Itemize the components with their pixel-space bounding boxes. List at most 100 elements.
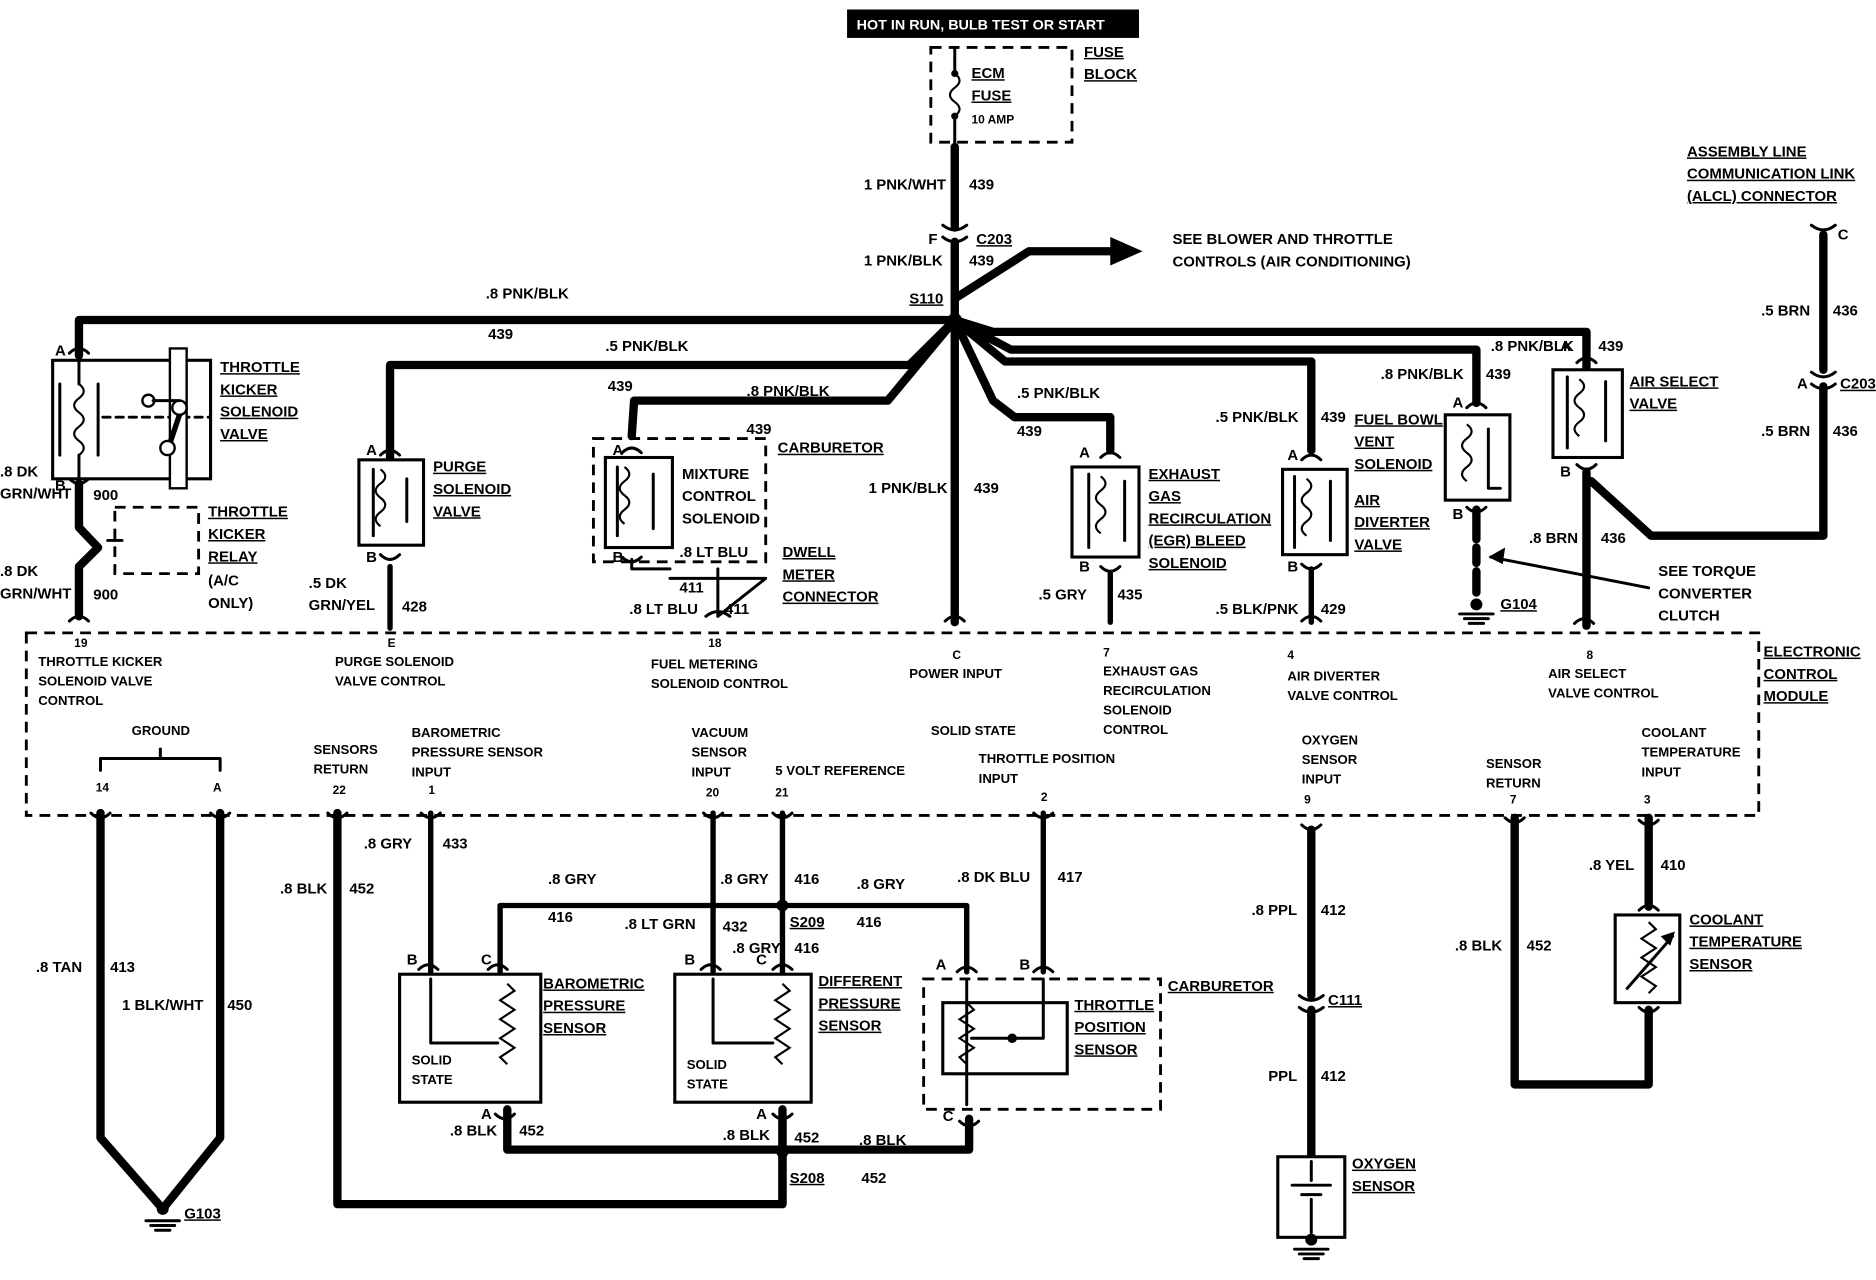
wire-circuit: 900: [93, 488, 118, 504]
wire-size: .8 PNK/BLK: [1491, 339, 1574, 355]
wire-size: .8 LT GRN: [625, 917, 696, 933]
components-geometry: [24, 9, 1837, 1261]
ecm-terminal-num: 19: [74, 636, 88, 650]
pin-label: A: [55, 344, 66, 360]
wire-circuit: 452: [794, 1131, 819, 1147]
pin-label: C: [943, 1109, 954, 1125]
wire-size: .8 BLK: [280, 882, 328, 898]
wire-size: .8 GRY: [857, 877, 906, 893]
wire-size: .5 PNK/BLK: [1216, 410, 1299, 426]
wire-size: .8 GRY: [364, 837, 413, 853]
wire-circuit: 432: [723, 920, 748, 936]
wire-size: .8 BLK: [859, 1133, 907, 1149]
pin-label: A: [1287, 448, 1298, 464]
ecm-terminal-num: 7: [1510, 793, 1517, 807]
wire-circuit: 411: [680, 581, 704, 597]
wire-size: .8 GRY: [548, 872, 597, 888]
wire-circuit: 436: [1601, 531, 1626, 547]
carburetor-top-label: CARBURETOR: [778, 441, 884, 457]
wire-size: .8 GRY: [732, 941, 781, 957]
wire-circuit: 435: [1117, 588, 1142, 604]
wire-size: .8 GRY: [720, 872, 769, 888]
ecm-terminal-num: 18: [708, 636, 722, 650]
pin-label: B: [613, 550, 624, 566]
pin-label: B: [684, 953, 695, 969]
wire-circuit: 439: [1486, 367, 1511, 383]
wire-circuit: 413: [110, 960, 135, 976]
wire-circuit: 439: [1321, 410, 1346, 426]
wire-circuit: 436: [1833, 424, 1858, 440]
ecm-terminal-num: 4: [1287, 648, 1294, 662]
wire-circuit: 416: [857, 915, 882, 931]
wire-circuit: 439: [1598, 339, 1623, 355]
pin-label: A: [366, 443, 377, 459]
ecm-terminal-label: GROUND: [132, 723, 190, 738]
wire-size: .5 GRY: [1038, 588, 1087, 604]
connector-pin: C: [1838, 227, 1849, 243]
pin-label: A: [1560, 339, 1571, 355]
wire-size: .8 TAN: [36, 960, 82, 976]
pin-label: B: [1079, 559, 1090, 575]
pin-label: B: [55, 479, 66, 495]
wire-size: .5 BRN: [1761, 424, 1810, 440]
connector-label: S208: [790, 1171, 825, 1187]
pin-label: C: [756, 953, 767, 969]
ecm-terminal-num: 1: [428, 783, 435, 797]
ground-label: G103: [184, 1206, 221, 1222]
ecm-terminal-num: 20: [706, 785, 720, 799]
wire-circuit: 439: [1017, 424, 1042, 440]
wire-circuit: 416: [548, 910, 573, 926]
wire-size: .8 PPL: [1251, 903, 1297, 919]
wire-size: .5 PNK/BLK: [1017, 386, 1100, 402]
ecm-terminal-num: 7: [1103, 646, 1110, 660]
wire-circuit: 452: [1527, 939, 1552, 955]
ecm-terminal-num: 22: [333, 783, 347, 797]
wire-circuit: 452: [349, 882, 374, 898]
wire-circuit: 452: [861, 1171, 886, 1187]
pin-label: A: [756, 1107, 767, 1123]
ecm-terminal-label: 5 VOLT REFERENCE: [775, 763, 905, 778]
wire-circuit: 410: [1661, 858, 1686, 874]
wire-circuit: 429: [1321, 602, 1346, 618]
wire-size: .8 LT BLU: [629, 602, 698, 618]
wire-size: 1 PNK/BLK: [869, 481, 948, 497]
ecm-terminal-num: 21: [775, 785, 789, 799]
wire-size: .8 BRN: [1529, 531, 1578, 547]
connector-label: C203: [1840, 377, 1876, 393]
pin-label: B: [1560, 465, 1571, 481]
ecm-terminal-num: 2: [1041, 790, 1048, 804]
wire-circuit: 436: [1833, 303, 1858, 319]
pin-label: B: [407, 953, 418, 969]
carburetor-bottom-label: CARBURETOR: [1168, 979, 1274, 995]
wire-circuit: 428: [402, 600, 427, 616]
wire-circuit: 439: [969, 178, 994, 194]
pin-label: A: [936, 958, 947, 974]
wire-network: [74, 142, 1828, 1214]
power-label: HOT IN RUN, BULB TEST OR START: [857, 18, 1105, 34]
wire-circuit: 439: [608, 379, 633, 395]
pin-label: C: [481, 953, 492, 969]
ecm-terminal-num: E: [388, 636, 396, 650]
wire-circuit: 412: [1321, 903, 1346, 919]
wire-circuit: 439: [488, 327, 513, 343]
pin-label: A: [481, 1107, 492, 1123]
pin-label: B: [1019, 958, 1030, 974]
